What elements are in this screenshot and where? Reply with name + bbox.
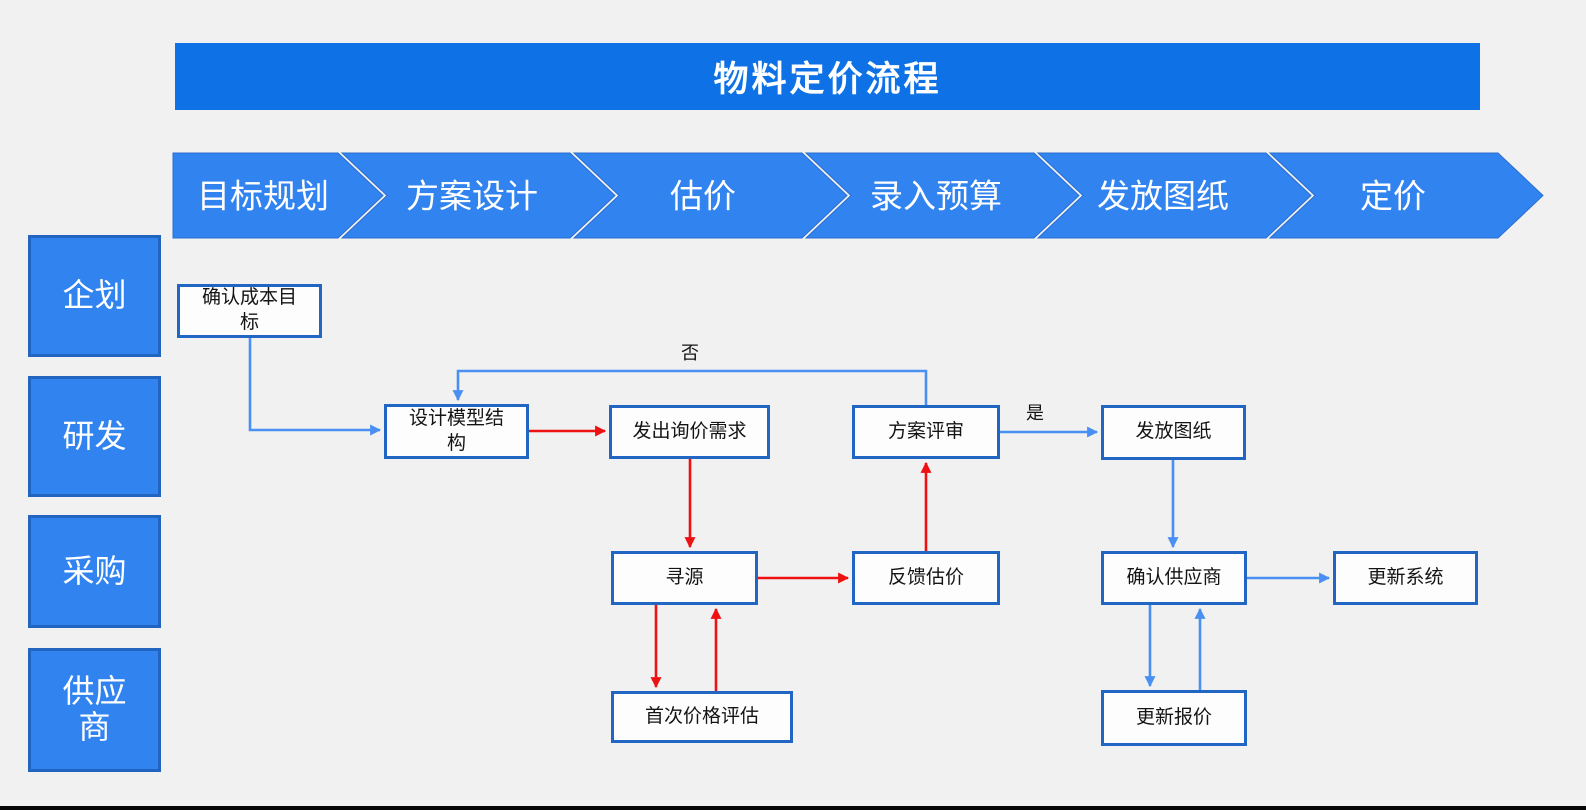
node-label: 确认供应商	[1126, 566, 1222, 588]
phase-chevron-release-drawings: 发放图纸	[1036, 152, 1312, 239]
lane-label: 供应商	[62, 673, 127, 745]
lane-procurement: 采购	[28, 515, 161, 628]
phase-label: 发放图纸	[1097, 178, 1229, 215]
node-label: 发出询价需求	[632, 420, 747, 442]
node-update-quote: 更新报价	[1101, 690, 1247, 746]
node-sourcing: 寻源	[611, 551, 758, 605]
phase-chevron-estimate: 估价	[572, 152, 848, 239]
lane-planning: 企划	[28, 235, 161, 357]
lane-supplier: 供应商	[28, 648, 161, 772]
phase-label: 录入预算	[870, 178, 1002, 215]
node-label: 发放图纸	[1135, 421, 1212, 443]
node-label: 更新系统	[1367, 566, 1444, 588]
edge-label-no: 否	[681, 343, 699, 363]
node-update-system: 更新系统	[1333, 551, 1478, 605]
lane-label: 企划	[62, 277, 127, 314]
lane-label: 采购	[62, 552, 127, 589]
chevron-shape	[172, 152, 384, 239]
chevron-shape	[804, 152, 1080, 239]
edge-review-no-loop-to-design-model	[452, 369, 928, 405]
node-label: 寻源	[665, 566, 704, 588]
node-label: 更新报价	[1135, 706, 1212, 728]
node-label: 设计模型结构	[408, 407, 504, 454]
phase-bar: 目标规划 方案设计 估价 录入预算 发放图纸 定价	[172, 152, 1544, 239]
phase-chevron-pricing: 定价	[1268, 152, 1544, 239]
phase-label: 定价	[1360, 178, 1426, 215]
title-banner: 物料定价流程	[175, 43, 1480, 110]
node-design-model-structure: 设计模型结构	[384, 404, 529, 459]
chevron-shape	[572, 152, 848, 239]
node-send-inquiry-request: 发出询价需求	[609, 405, 770, 459]
chevron-shape	[340, 152, 616, 239]
node-first-price-evaluation: 首次价格评估	[611, 691, 793, 743]
node-label: 确认成本目标	[201, 287, 297, 333]
node-label: 首次价格评估	[644, 705, 759, 727]
lane-label: 研发	[62, 417, 127, 454]
node-plan-review: 方案评审	[852, 405, 1000, 459]
node-confirm-supplier: 确认供应商	[1101, 551, 1247, 605]
chevron-shape	[1268, 152, 1544, 239]
node-label: 方案评审	[887, 420, 964, 442]
node-release-drawings: 发放图纸	[1101, 405, 1246, 460]
phase-label: 方案设计	[406, 178, 538, 215]
phase-chevron-enter-budget: 录入预算	[804, 152, 1080, 239]
lane-rnd: 研发	[28, 376, 161, 497]
blue-edges	[248, 338, 1331, 690]
edge-label-yes: 是	[1026, 403, 1044, 423]
edge-confirm-cost-to-design-model	[248, 338, 382, 436]
red-edges	[529, 425, 932, 691]
phase-chevron-plan-design: 方案设计	[340, 152, 616, 239]
node-label: 反馈估价	[887, 566, 964, 588]
node-confirm-cost-target: 确认成本目标	[177, 284, 322, 338]
phase-label: 目标规划	[197, 178, 329, 215]
node-feedback-estimate: 反馈估价	[852, 551, 1000, 605]
chevron-shape	[1036, 152, 1312, 239]
phase-label: 估价	[670, 178, 736, 215]
bottom-window-edge	[0, 806, 1586, 810]
page-title: 物料定价流程	[713, 60, 942, 99]
phase-chevron-goal-planning: 目标规划	[172, 152, 384, 239]
